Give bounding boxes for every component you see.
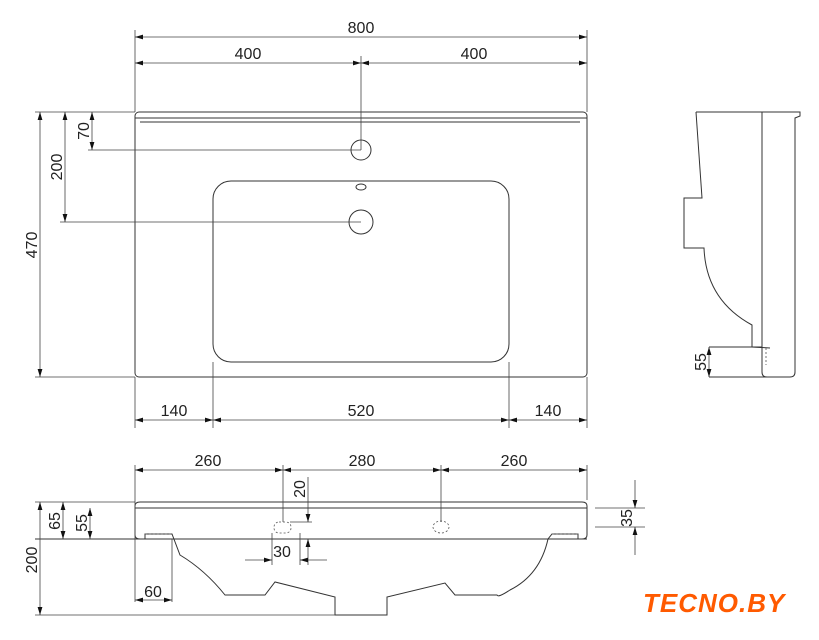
dim-800: 800 [348,20,375,37]
dim-30: 30 [273,544,291,561]
dim-20: 20 [292,480,309,498]
dim-55-side: 55 [693,353,710,371]
basin-outline [212,180,510,363]
sink-outline [134,111,588,378]
dim-65: 65 [47,512,64,530]
tecno-by-logo: TECNO.BY [643,588,786,618]
dim-55-front: 55 [74,514,91,532]
dim-140-right: 140 [535,403,562,420]
dim-260-right: 260 [501,453,528,470]
dim-35: 35 [619,509,636,527]
dim-140-left: 140 [161,403,188,420]
dim-260-left: 260 [195,453,222,470]
dim-280: 280 [349,453,376,470]
front-view: 260 280 260 20 30 200 65 55 35 60 [24,453,645,616]
dim-200-front: 200 [24,547,41,574]
dim-400-left: 400 [235,46,262,63]
dim-200-top: 200 [49,154,66,181]
side-view: 55 [683,111,801,378]
overflow-hole [355,183,367,191]
dim-400-right: 400 [461,46,488,63]
dim-470: 470 [24,232,41,259]
dim-60: 60 [144,584,162,601]
top-view: 800 400 400 470 200 70 140 520 140 [24,20,588,428]
dim-70: 70 [76,122,93,140]
dim-520: 520 [348,403,375,420]
